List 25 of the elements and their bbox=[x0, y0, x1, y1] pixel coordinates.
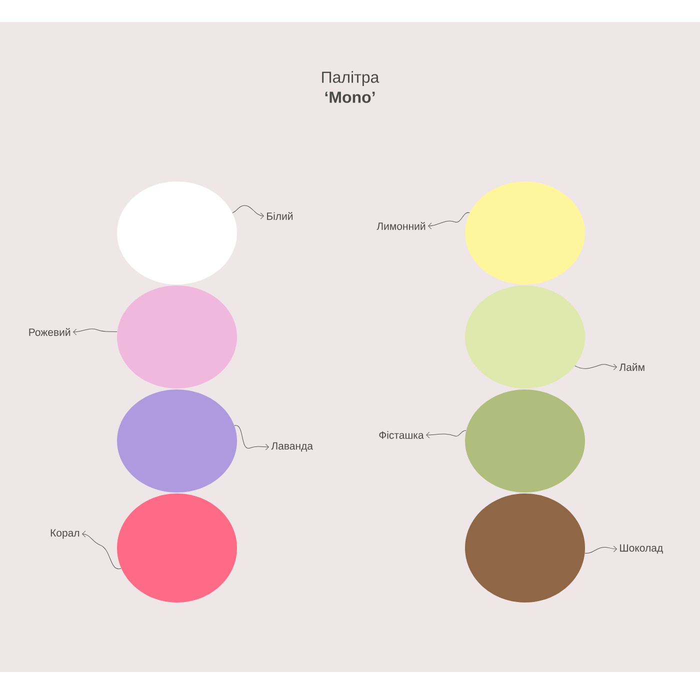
color-blob bbox=[117, 182, 237, 284]
leader-line bbox=[82, 530, 122, 570]
color-name: Лимонний bbox=[376, 222, 426, 230]
leader-line bbox=[584, 546, 617, 554]
color-name: Лайм bbox=[619, 363, 644, 371]
color-blob bbox=[117, 286, 237, 388]
color-name: Шоколад bbox=[620, 544, 663, 554]
title: Палітра ‘Mono’ bbox=[322, 71, 380, 103]
leader-line bbox=[234, 425, 269, 450]
color-blob bbox=[465, 390, 585, 492]
color-blob bbox=[465, 494, 585, 602]
color-name: Корал bbox=[50, 529, 80, 539]
color-name: Фісташка bbox=[379, 431, 424, 439]
color-blob bbox=[465, 286, 585, 388]
leader-line bbox=[73, 328, 118, 336]
leader-line bbox=[574, 364, 617, 370]
color-blob bbox=[465, 182, 585, 284]
color-name: Рожевий bbox=[29, 328, 70, 336]
leader-line bbox=[232, 205, 264, 220]
leader-line bbox=[426, 430, 466, 438]
color-name: Лаванда bbox=[271, 442, 313, 452]
color-blob bbox=[117, 390, 237, 492]
color-blob bbox=[117, 494, 237, 602]
leader-line bbox=[428, 212, 470, 230]
color-name: Білий bbox=[267, 212, 293, 220]
